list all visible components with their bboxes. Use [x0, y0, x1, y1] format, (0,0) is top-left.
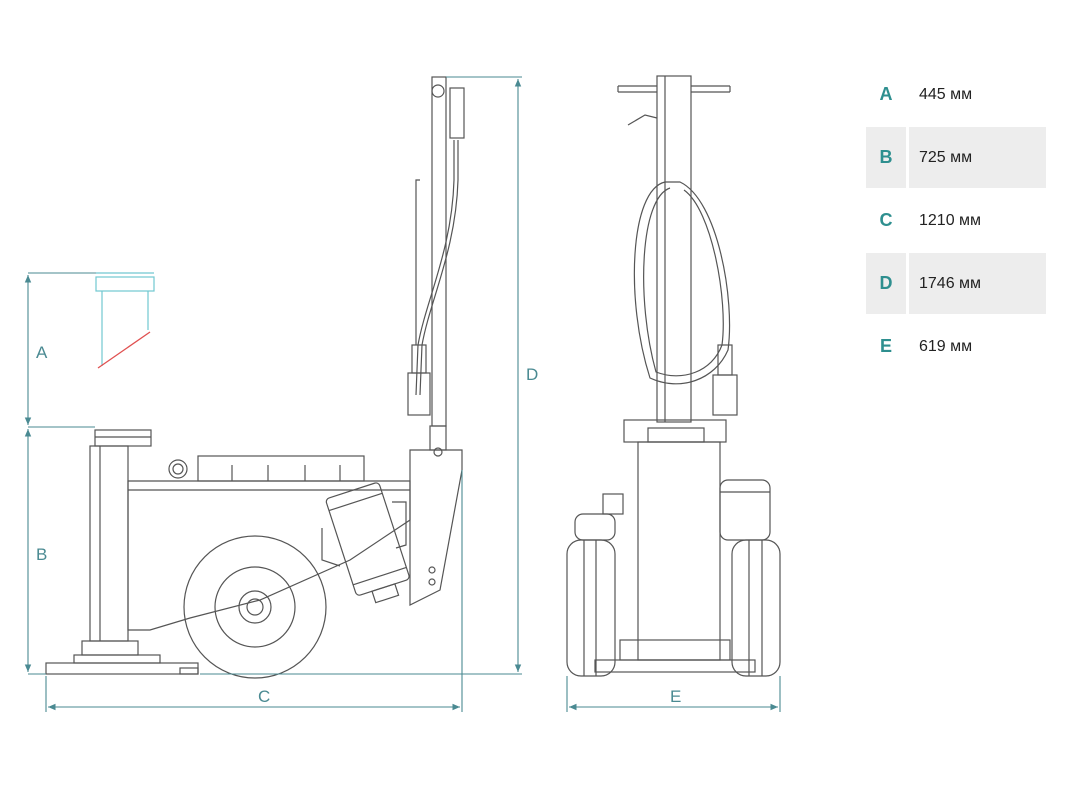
spec-value: 1210 мм: [919, 212, 982, 229]
front-left-wheel: [566, 539, 616, 677]
dimension-e-label: E: [670, 687, 681, 706]
handle-bracket: [409, 449, 463, 606]
dimension-c-label: C: [258, 687, 270, 706]
spec-value: 619 мм: [919, 338, 973, 355]
front-right-wheel: [731, 539, 781, 677]
front-frame: [623, 419, 727, 443]
front-hose: [633, 181, 731, 385]
saddle: [94, 429, 152, 447]
spec-value: 445 мм: [919, 86, 973, 103]
spec-key: E: [879, 336, 892, 356]
lift-cylinder: [89, 445, 129, 642]
handle: [431, 76, 447, 427]
air-hose: [419, 140, 459, 396]
dimension-d-label: D: [526, 365, 538, 384]
spec-row-c: C 1210 мм: [866, 190, 1046, 251]
base-plate: [45, 662, 199, 675]
dimension-a-label: A: [36, 343, 48, 362]
jack-body: [127, 480, 411, 631]
front-view: [566, 75, 781, 677]
spec-row-a: A 445 мм: [866, 64, 1046, 125]
side-view: [45, 76, 465, 679]
spec-key: B: [866, 127, 906, 188]
spec-row-e: E 619 мм: [866, 316, 1046, 377]
air-tank: [325, 482, 410, 596]
front-handle: [656, 75, 692, 423]
spec-key: D: [866, 253, 906, 314]
wheel: [183, 535, 327, 679]
spec-table: A 445 мм B 725 мм C 1210 мм D 1746 мм E …: [866, 64, 1046, 379]
spec-value: 725 мм: [909, 127, 1046, 188]
dimension-lines: [24, 76, 781, 712]
spec-row-b: B 725 мм: [866, 127, 1046, 188]
dimension-b-label: B: [36, 545, 47, 564]
spec-key: C: [879, 210, 893, 230]
spec-value: 1746 мм: [909, 253, 1046, 314]
spec-row-d: D 1746 мм: [866, 253, 1046, 314]
top-box: [197, 455, 365, 482]
lift-indicator: [95, 272, 155, 369]
spec-key: A: [879, 84, 893, 104]
